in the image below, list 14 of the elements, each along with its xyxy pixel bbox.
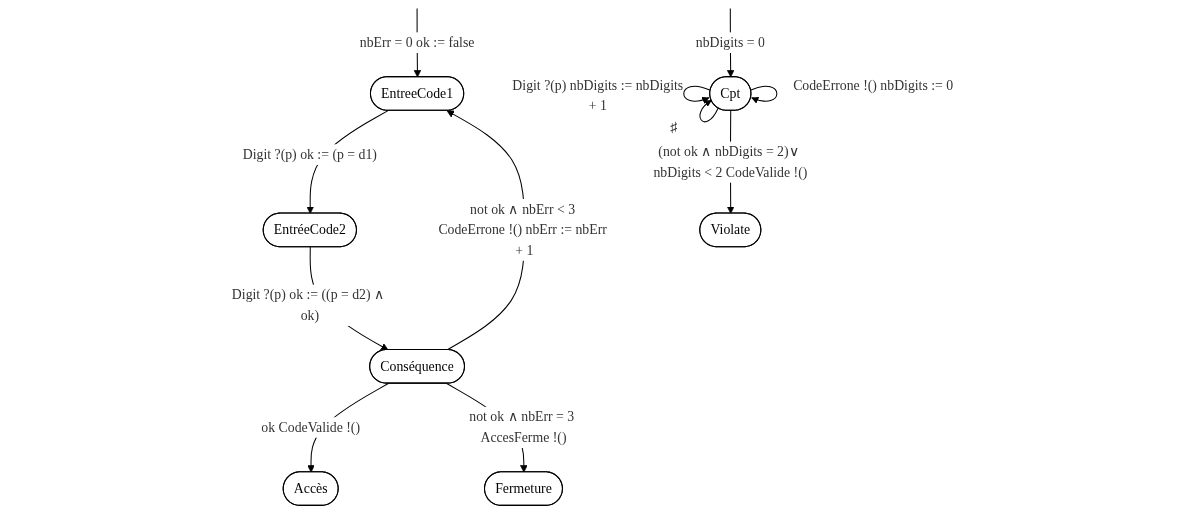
- edge-label: ok CodeValide !(): [261, 419, 361, 435]
- self-loop-arrow: [699, 99, 719, 123]
- self-loop-arrow: [750, 85, 778, 104]
- edge-label: Digit ?(p) nbDigits := nbDigits + 1: [512, 77, 684, 113]
- edge-label: Digit ?(p) ok := ((p = d2) ∧ ok): [231, 287, 385, 323]
- self-loop-arrow: [683, 85, 711, 104]
- edge-label: (not ok ∧ nbDigits = 2)∨ nbDigits < 2 CodeValide !(): [653, 144, 808, 180]
- edge-label: not ok ∧ nbErr = 3 AccesFerme !(): [469, 409, 575, 445]
- edge-label: not ok ∧ nbErr < 3 CodeErrone !() nbErr := nbErr + 1: [438, 201, 607, 258]
- edge-label: nbErr = 0 ok := false: [359, 34, 475, 50]
- edge-label: nbDigits = 0: [695, 34, 765, 50]
- edge-label: CodeErrone !() nbDigits := 0: [793, 77, 954, 92]
- edge-label: ♯: [670, 119, 677, 135]
- edge-label: Digit ?(p) ok := (p = d1): [242, 146, 377, 162]
